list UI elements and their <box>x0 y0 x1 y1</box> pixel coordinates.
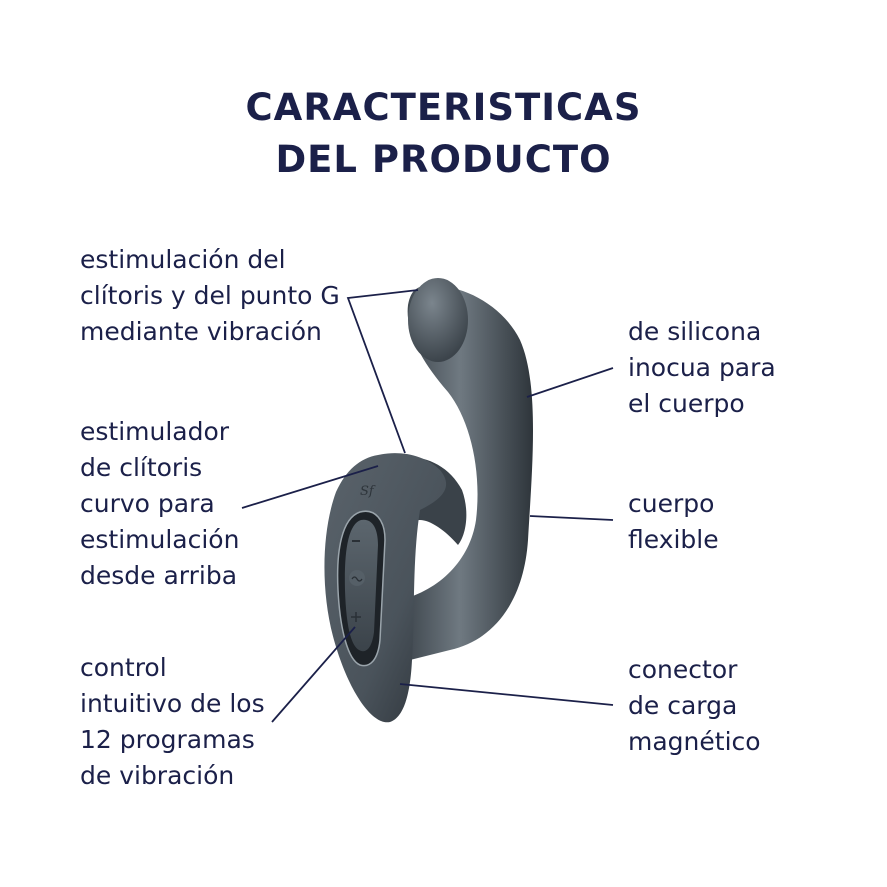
feature-label-g-spot: estimulación del clítoris y del punto G … <box>80 245 340 346</box>
feature-label-charger: conector de carga magnético <box>628 655 761 756</box>
plus-button-icon[interactable] <box>351 612 361 622</box>
leader-line-clitoral <box>241 465 379 509</box>
g-spot-tip <box>408 278 468 362</box>
feature-label-flexible: cuerpo flexible <box>628 489 719 554</box>
brand-logo-icon: Sf <box>360 484 376 499</box>
leader-line-flexible <box>529 515 614 521</box>
title-line-2: DEL PRODUCTO <box>275 138 612 181</box>
feature-label-clitoral: estimulador de clítoris curvo para estim… <box>80 417 240 590</box>
leader-line-control <box>271 626 356 723</box>
title-line-1: CARACTERISTICAS <box>245 86 642 129</box>
leader-lines <box>241 289 614 723</box>
page-title: CARACTERISTICAS DEL PRODUCTO <box>0 82 887 186</box>
leader-line-charger <box>399 683 614 706</box>
wave-icon <box>351 576 363 582</box>
minus-button-icon[interactable] <box>352 540 360 542</box>
leader-line-silicone <box>526 367 614 398</box>
handle-body: Sf <box>324 453 447 723</box>
leader-line-g-spot <box>346 289 419 454</box>
g-spot-arm <box>400 278 533 660</box>
feature-label-silicone: de silicona inocua para el cuerpo <box>628 317 776 418</box>
feature-label-control: control intuitivo de los 12 programas de… <box>80 653 265 790</box>
